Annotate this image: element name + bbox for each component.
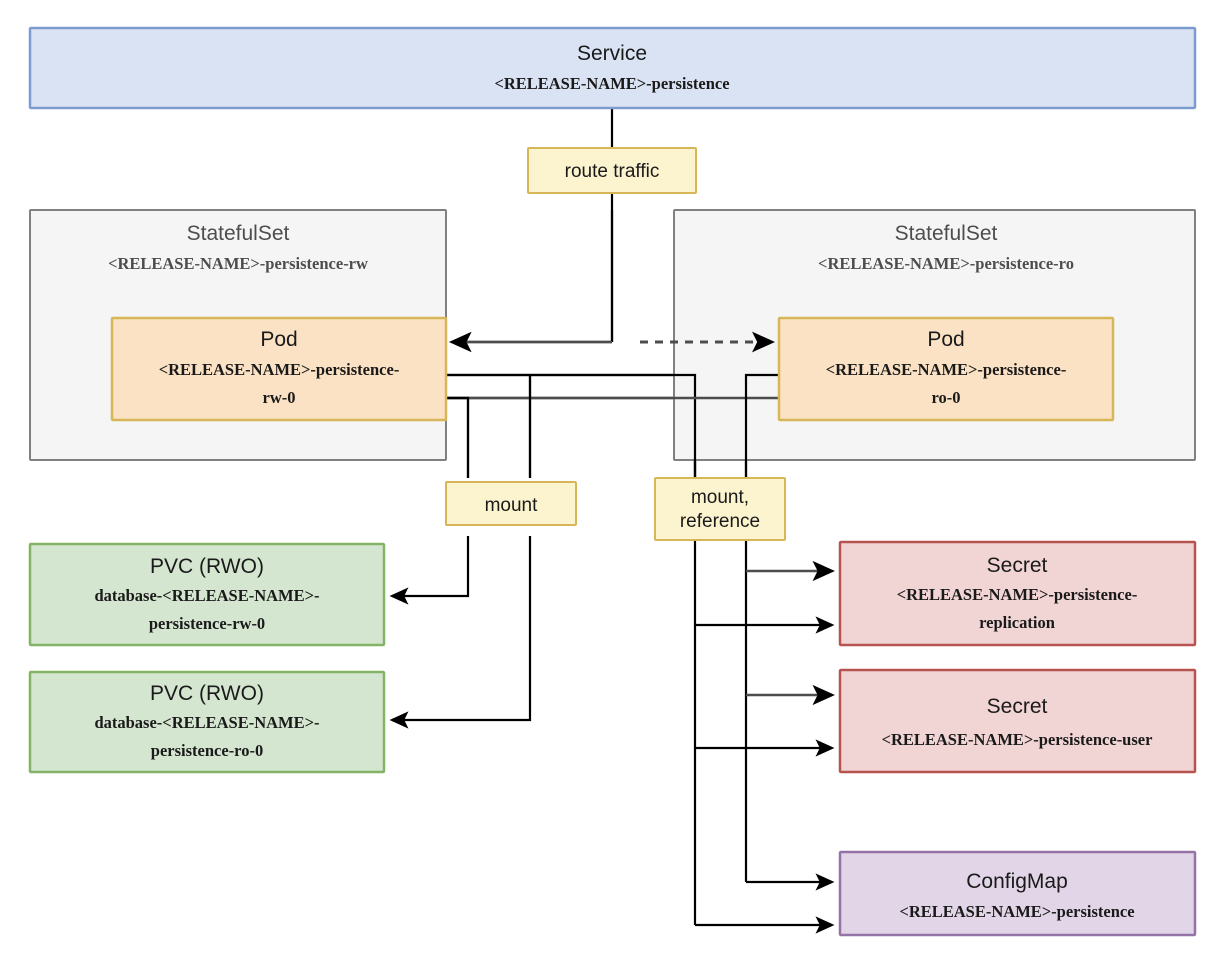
secret-user-node[interactable]: Secret <RELEASE-NAME>-persistence-user [838,668,1197,774]
edge-pod-rw-to-mount-reference [446,373,697,478]
mount-reference-label[interactable]: mount, reference [654,477,786,541]
pod-ro-node[interactable]: Pod <RELEASE-NAME>-persistence- ro-0 [777,316,1115,422]
statefulset-ro-name: <RELEASE-NAME>-persistence-ro [818,254,1074,273]
pvc-rw-name-line1: database-<RELEASE-NAME>- [94,586,319,605]
secret-user-box [838,668,1197,774]
service-node[interactable]: Service <RELEASE-NAME>-persistence [28,26,1197,110]
configmap-node[interactable]: ConfigMap <RELEASE-NAME>-persistence [838,850,1197,937]
edge-pod-rw-to-mount-overlay [446,396,470,478]
pvc-ro-name-line2: persistence-ro-0 [151,741,263,760]
secret-user-kind: Secret [987,695,1048,718]
mount-reference-label-box [654,477,786,541]
edge-pod-rw-to-mount-reference-overlay [446,373,697,478]
secret-replication-box [838,540,1197,647]
secret-user-name-line1: <RELEASE-NAME>-persistence-user [882,730,1153,749]
mount-label[interactable]: mount [445,481,577,526]
pvc-rw-kind: PVC (RWO) [150,555,264,578]
route-traffic-label-box [527,147,697,194]
pvc-rw-box [28,542,386,647]
pod-ro-box [777,316,1115,422]
configmap-box [838,850,1197,937]
mount-reference-label-line1: mount, [691,487,749,508]
pod-rw-box [110,316,448,422]
route-traffic-label-text: route traffic [565,161,660,182]
edge-pod-rw-to-mount [446,396,470,478]
pod-ro-kind: Pod [927,328,964,351]
secret-replication-node[interactable]: Secret <RELEASE-NAME>-persistence- repli… [838,540,1197,647]
pod-ro-name-line2: ro-0 [931,388,960,407]
pvc-ro-box [28,670,386,774]
pod-rw-name-line2: rw-0 [263,388,296,407]
mount-reference-label-line2: reference [680,511,760,532]
route-traffic-label[interactable]: route traffic [527,147,697,194]
mount-label-text: mount [485,495,539,516]
pvc-ro-kind: PVC (RWO) [150,682,264,705]
pod-rw-node[interactable]: Pod <RELEASE-NAME>-persistence- rw-0 [110,316,448,422]
secret-replication-name-line2: replication [979,613,1055,632]
pvc-ro-name-line1: database-<RELEASE-NAME>- [94,713,319,732]
pvc-rw-node[interactable]: PVC (RWO) database-<RELEASE-NAME>- persi… [28,542,386,647]
service-name: <RELEASE-NAME>-persistence [494,74,729,93]
statefulset-rw-name: <RELEASE-NAME>-persistence-rw [108,254,368,273]
pvc-rw-name-line2: persistence-rw-0 [149,614,265,633]
secret-replication-name-line1: <RELEASE-NAME>-persistence- [897,585,1138,604]
pod-rw-name-line1: <RELEASE-NAME>-persistence- [159,360,400,379]
statefulset-rw-kind: StatefulSet [187,222,290,245]
mount-label-box [445,481,577,526]
configmap-name-line1: <RELEASE-NAME>-persistence [899,902,1134,921]
service-kind: Service [577,42,647,65]
edge-mount-reference-to-pod-ro-overlay [744,373,779,478]
edge-mount-to-pvc-ro [389,536,532,729]
service-box [28,26,1197,110]
pod-ro-name-line1: <RELEASE-NAME>-persistence- [826,360,1067,379]
statefulset-ro-kind: StatefulSet [895,222,998,245]
edge-mount-to-pvc-rw [389,536,470,605]
configmap-kind: ConfigMap [966,870,1068,893]
pvc-ro-node[interactable]: PVC (RWO) database-<RELEASE-NAME>- persi… [28,670,386,774]
pod-rw-kind: Pod [260,328,297,351]
secret-replication-kind: Secret [987,554,1048,577]
